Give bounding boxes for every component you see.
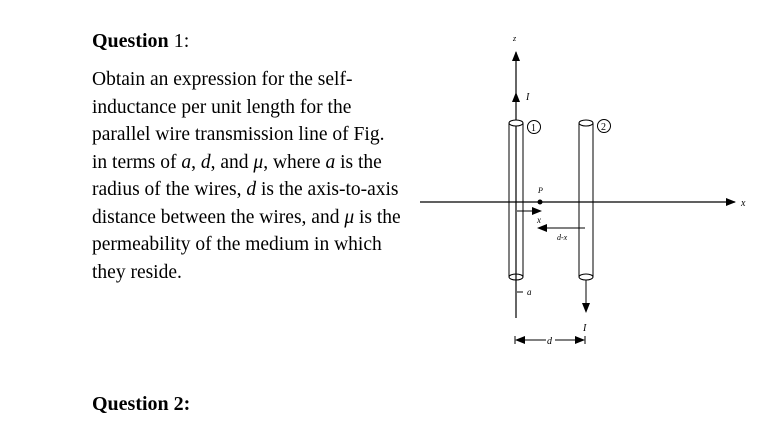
spacing-label: d <box>547 336 553 347</box>
question-number: 1: <box>173 30 190 52</box>
text-segment: is the <box>335 151 382 173</box>
math-symbol: μ <box>344 206 355 228</box>
text-segment: is the axis-to-axis <box>256 179 399 200</box>
point-p <box>537 199 543 205</box>
wire-2-label: 2 <box>601 122 606 133</box>
text-segment: distance between the wires, and <box>92 206 345 228</box>
text-line: distance between the wires, and μ is the <box>92 204 401 232</box>
wire-1 <box>508 119 524 281</box>
math-symbol: μ <box>253 151 264 173</box>
math-symbol: a <box>325 151 336 173</box>
text-line: they reside. <box>92 259 401 287</box>
text-segment: they reside. <box>92 261 182 283</box>
text-segment: , and <box>210 151 254 173</box>
question-1-title: Question 1: <box>92 30 189 53</box>
text-segment: , <box>191 151 201 173</box>
question-label: Question <box>92 30 169 52</box>
current-label-bottom: I <box>582 323 587 334</box>
wire-2 <box>578 119 594 281</box>
text-line: inductance per unit length for the <box>92 94 401 122</box>
text-line: permeability of the medium in which <box>92 231 401 259</box>
wire-1-badge <box>527 120 541 134</box>
x-axis-label: x <box>740 198 746 209</box>
wire-1-label: 1 <box>531 123 536 134</box>
text-line: radius of the wires, d is the axis-to-ax… <box>92 176 401 204</box>
text-line: in terms of a, d, and μ, where a is the <box>92 149 401 177</box>
text-segment: parallel wire transmission line of Fig. <box>92 124 385 145</box>
text-segment: , where <box>263 151 326 173</box>
text-line: parallel wire transmission line of Fig. <box>92 121 401 149</box>
question-2-title: Question 2: <box>92 393 190 416</box>
question-1-text: Obtain an expression for the self-induct… <box>92 66 401 286</box>
math-symbol: a <box>181 151 192 173</box>
current-label-top: I <box>525 92 530 103</box>
text-segment: Obtain an expression for the self- <box>92 69 353 90</box>
math-symbol: d <box>246 179 257 200</box>
math-symbol: d <box>200 151 211 173</box>
text-line: Obtain an expression for the self- <box>92 66 401 94</box>
text-segment: radius of the wires, <box>92 179 247 200</box>
x-distance-label: x <box>536 215 541 225</box>
wire-2-badge <box>597 119 611 133</box>
question-label: Question 2: <box>92 393 191 415</box>
d-minus-x-label: d-x <box>557 233 568 242</box>
text-segment: in terms of <box>92 151 182 173</box>
point-p-label: P <box>537 186 543 195</box>
text-segment: permeability of the medium in which <box>92 234 382 255</box>
text-segment: is the <box>354 206 401 228</box>
radius-label: a <box>527 287 532 297</box>
z-axis-label: z <box>512 34 517 43</box>
text-segment: inductance per unit length for the <box>92 96 352 118</box>
